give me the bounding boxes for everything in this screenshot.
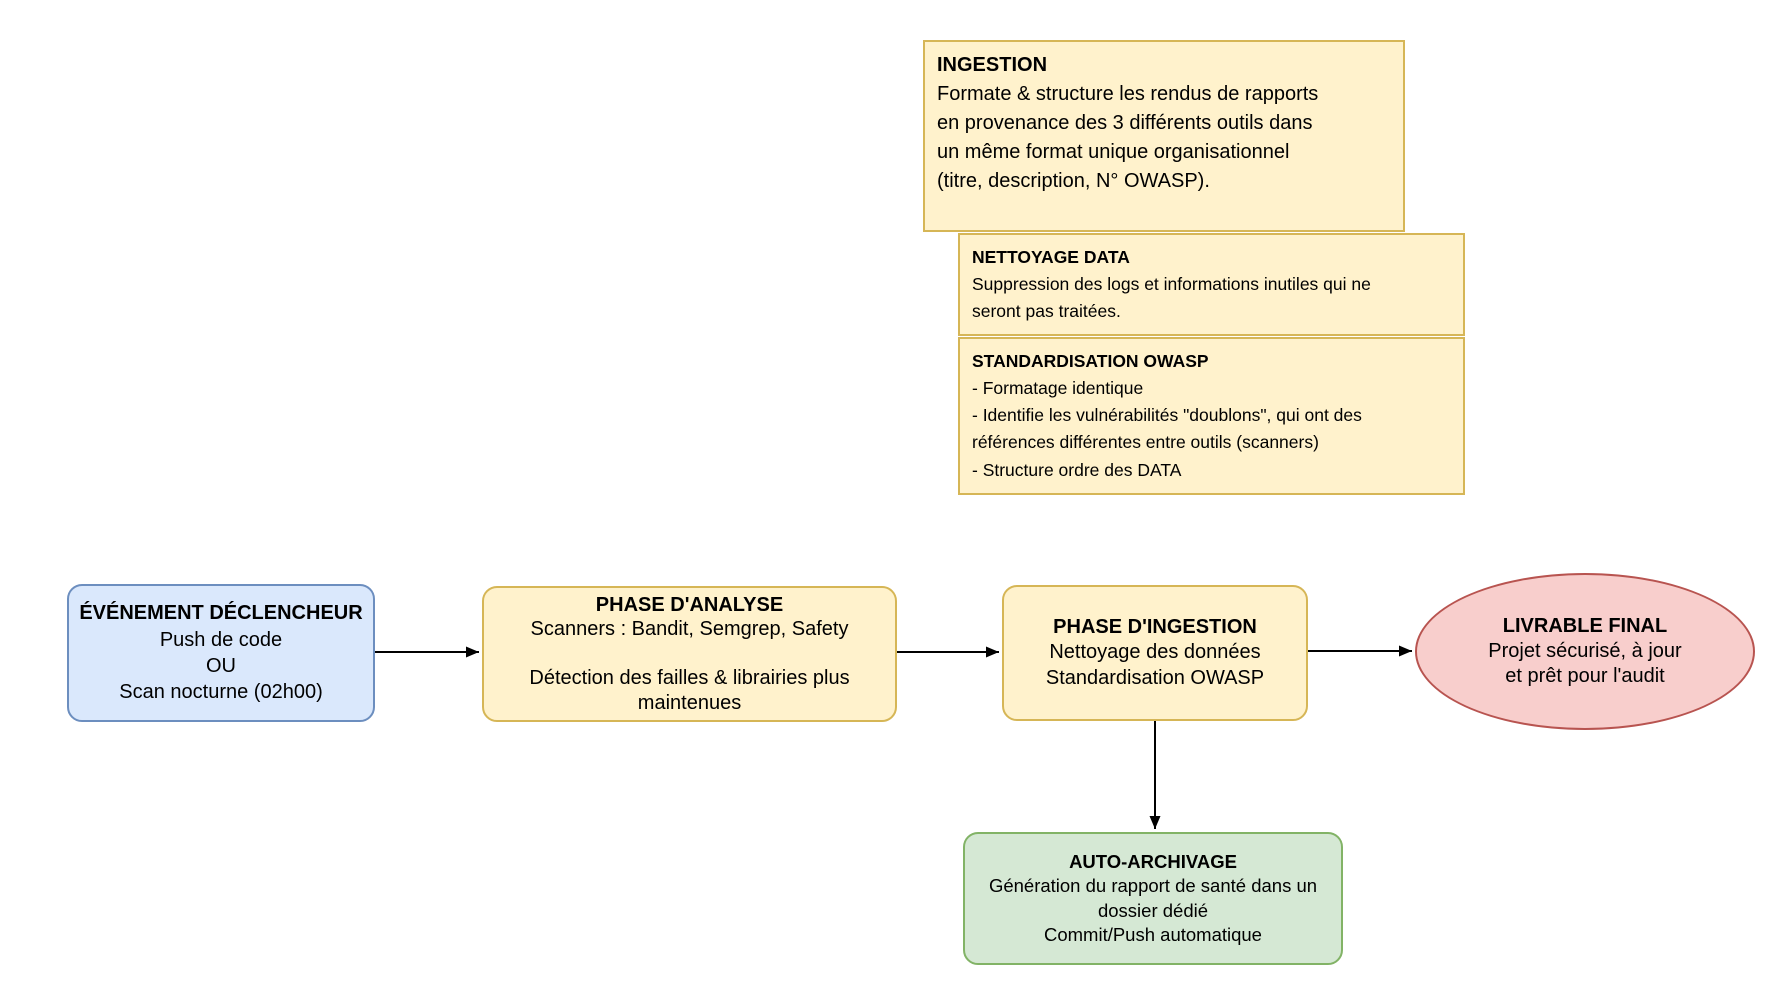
note-ingestion-title: INGESTION — [937, 54, 1048, 76]
node-phase-ingestion-title: PHASE D'INGESTION — [1053, 615, 1257, 638]
node-evenement-declencheur: ÉVÉNEMENT DÉCLENCHEUR Push de code OU Sc… — [67, 584, 375, 722]
note-standardisation-owasp-body: - Formatage identique - Identifie les vu… — [972, 378, 1362, 480]
note-nettoyage-data-body: Suppression des logs et informations inu… — [972, 274, 1371, 322]
note-standardisation-owasp-title: STANDARDISATION OWASP — [972, 351, 1209, 371]
node-auto-archivage-body: Génération du rapport de santé dans un d… — [988, 875, 1318, 945]
note-nettoyage-data-title: NETTOYAGE DATA — [972, 247, 1130, 267]
note-standardisation-owasp: STANDARDISATION OWASP - Formatage identi… — [958, 337, 1465, 495]
node-evenement-declencheur-title: ÉVÉNEMENT DÉCLENCHEUR — [79, 602, 363, 625]
node-livrable-final-title: LIVRABLE FINAL — [1502, 615, 1668, 637]
note-nettoyage-data: NETTOYAGE DATA Suppression des logs et i… — [958, 233, 1465, 336]
node-phase-ingestion: PHASE D'INGESTION Nettoyage des données … — [1002, 585, 1308, 721]
node-phase-ingestion-body: Nettoyage des données Standardisation OW… — [1045, 641, 1265, 689]
node-auto-archivage: AUTO-ARCHIVAGE Génération du rapport de … — [963, 832, 1343, 965]
node-phase-analyse-body: Scanners : Bandit, Semgrep, Safety Détec… — [529, 618, 850, 714]
note-ingestion: INGESTION Formate & structure les rendus… — [923, 40, 1405, 232]
node-livrable-final-body: Projet sécurisé, à jour et prêt pour l'a… — [1488, 640, 1682, 687]
note-ingestion-body: Formate & structure les rendus de rappor… — [937, 83, 1319, 192]
node-phase-analyse: PHASE D'ANALYSE Scanners : Bandit, Semgr… — [482, 586, 897, 722]
node-evenement-declencheur-body: Push de code OU Scan nocturne (02h00) — [119, 628, 323, 704]
node-livrable-final: LIVRABLE FINAL Projet sécurisé, à jour e… — [1415, 573, 1755, 730]
node-phase-analyse-title: PHASE D'ANALYSE — [595, 594, 784, 617]
node-auto-archivage-title: AUTO-ARCHIVAGE — [1069, 850, 1237, 872]
